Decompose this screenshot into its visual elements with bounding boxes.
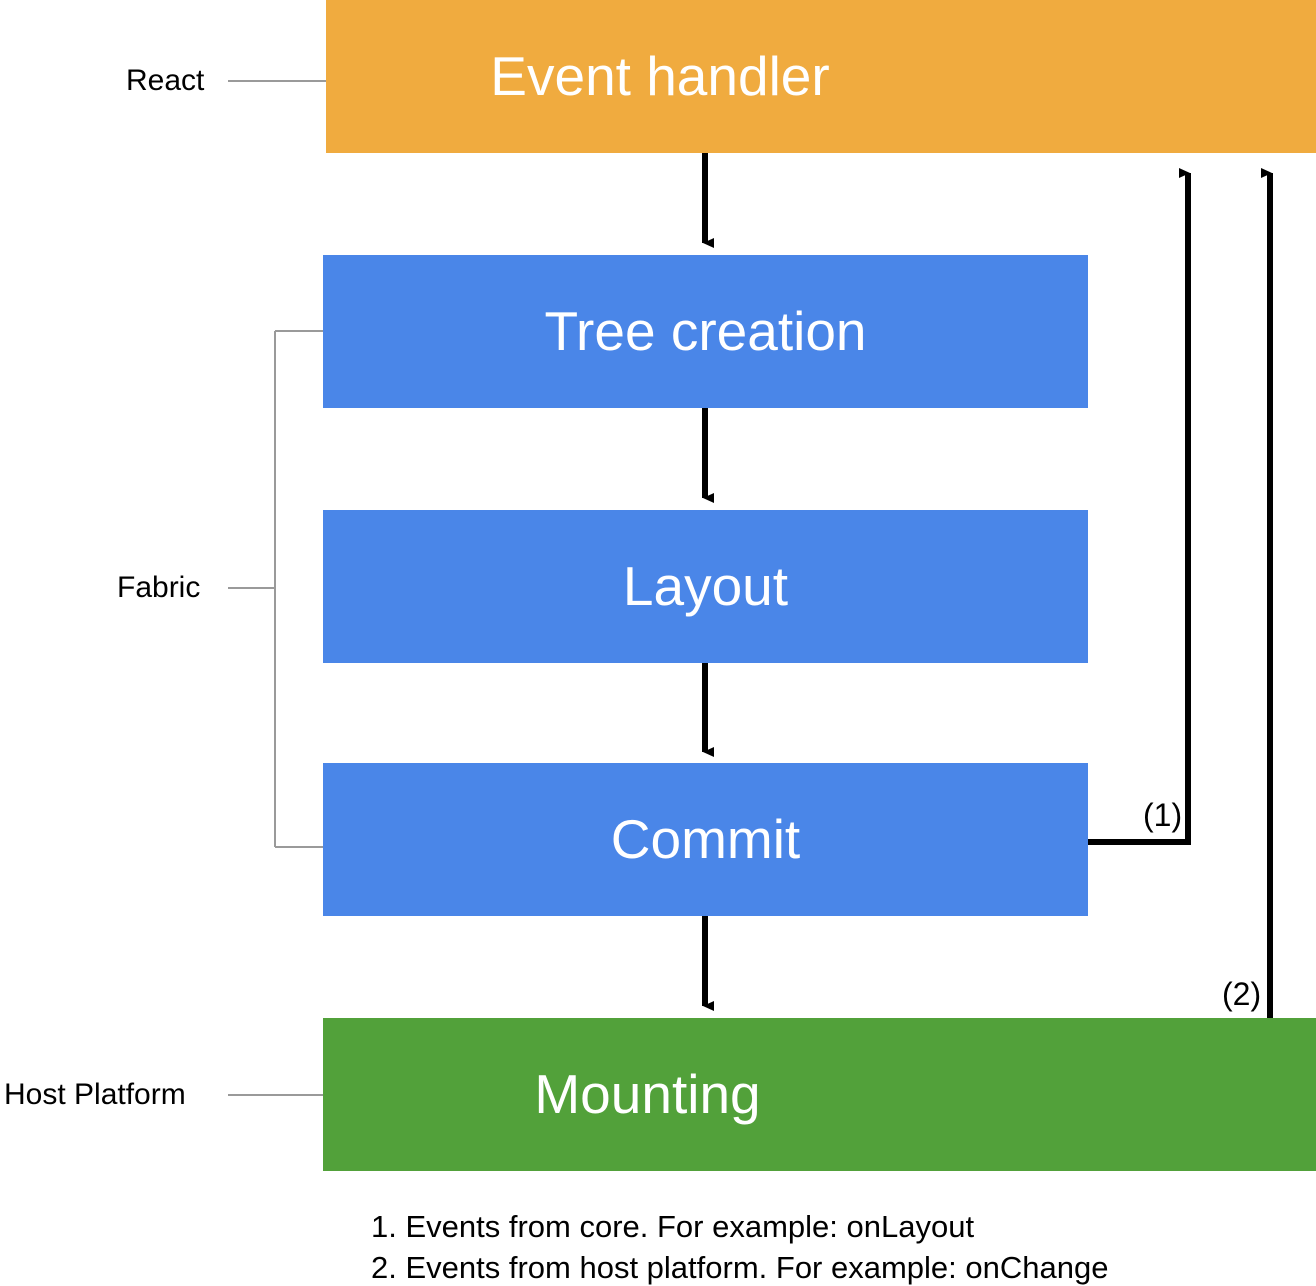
node-layout[interactable]: Layout — [323, 510, 1088, 663]
node-event-handler-label: Event handler — [490, 45, 830, 107]
node-tree-creation-label: Tree creation — [544, 300, 867, 362]
node-tree-creation[interactable]: Tree creation — [323, 255, 1088, 408]
footnote-2: 2. Events from host platform. For exampl… — [371, 1250, 1109, 1285]
node-mounting-label: Mounting — [534, 1063, 761, 1125]
arrow-commit-to-event-handler — [1088, 168, 1191, 845]
node-event-handler[interactable]: Event handler — [326, 0, 1316, 153]
group-label-fabric: Fabric — [117, 571, 201, 604]
node-mounting[interactable]: Mounting — [323, 1018, 1316, 1171]
node-commit-label: Commit — [610, 808, 801, 870]
footnote-1: 1. Events from core. For example: onLayo… — [371, 1209, 975, 1244]
leader-bracket-fabric — [228, 330, 326, 848]
edge-marker-2: (2) — [1222, 976, 1262, 1012]
edge-marker-1: (1) — [1143, 797, 1183, 833]
node-commit[interactable]: Commit — [323, 763, 1088, 916]
group-label-react: React — [126, 64, 205, 97]
node-layout-label: Layout — [622, 555, 789, 617]
group-label-host-platform: Host Platform — [4, 1078, 186, 1111]
